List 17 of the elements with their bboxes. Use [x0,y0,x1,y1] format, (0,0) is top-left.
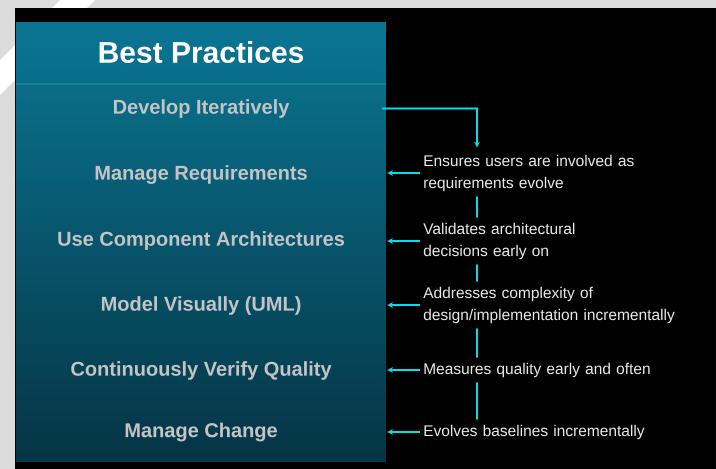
benefit-text: Ensures users are involved as requirements evolve [424,154,634,192]
benefit-text: Evolves baselines incrementally [424,424,645,440]
connector-line [476,382,478,420]
benefit-text: Validates architectural decisions early on [423,222,574,260]
practice-band: Manage Requirements [17,142,385,207]
node-label: Manage Change [126,422,277,442]
practice-band: Use Component Architectures [17,208,385,273]
benefit-text: Addresses complexity of design/implementation incrementally [423,286,675,324]
practice-band: Manage Change [17,403,385,461]
panel-title: Best Practices [100,40,304,64]
practice-band: Model Visually (UML) [17,273,385,338]
benefit-text: Measures quality early and often [424,362,650,378]
practice-band: Continuously Verify Quality [17,338,385,403]
practice-band: Develop Iteratively [17,76,385,141]
connector-line [476,328,478,358]
connector-line [476,264,478,282]
connector-line [476,196,478,218]
